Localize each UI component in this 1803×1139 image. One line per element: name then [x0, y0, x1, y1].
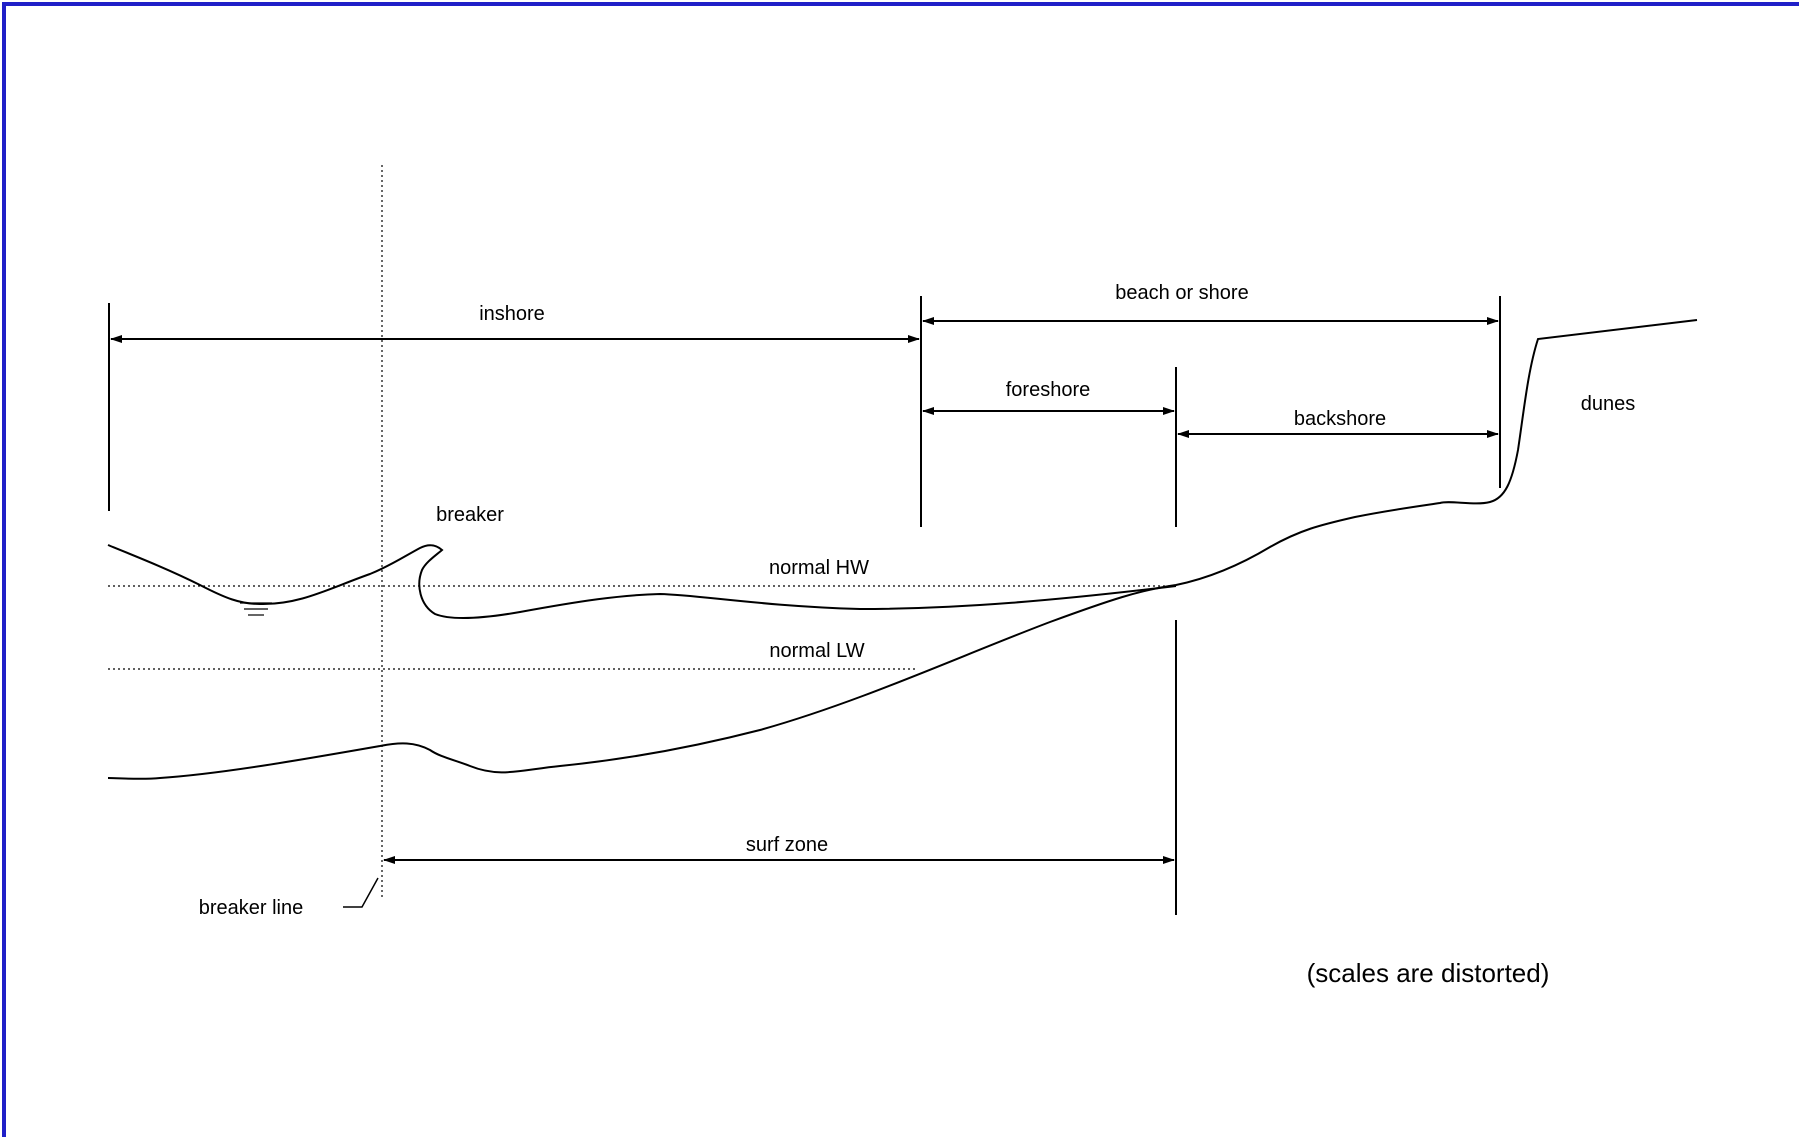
breaker-line-leader	[343, 878, 378, 907]
foreshore-label: foreshore	[1006, 379, 1091, 401]
normal-lw-label: normal LW	[769, 640, 864, 662]
breaker-label: breaker	[436, 504, 504, 526]
breaker-line-label: breaker line	[199, 897, 304, 919]
normal-hw-label: normal HW	[769, 557, 869, 579]
dunes-label: dunes	[1581, 393, 1636, 415]
backshore-label: backshore	[1294, 408, 1386, 430]
beach-or-shore-label: beach or shore	[1115, 282, 1248, 304]
water-surface	[108, 545, 1176, 618]
inshore-label: inshore	[479, 303, 545, 325]
scale-note: (scales are distorted)	[1307, 958, 1550, 988]
seabed-profile	[108, 320, 1697, 779]
surf-zone-label: surf zone	[746, 834, 828, 856]
